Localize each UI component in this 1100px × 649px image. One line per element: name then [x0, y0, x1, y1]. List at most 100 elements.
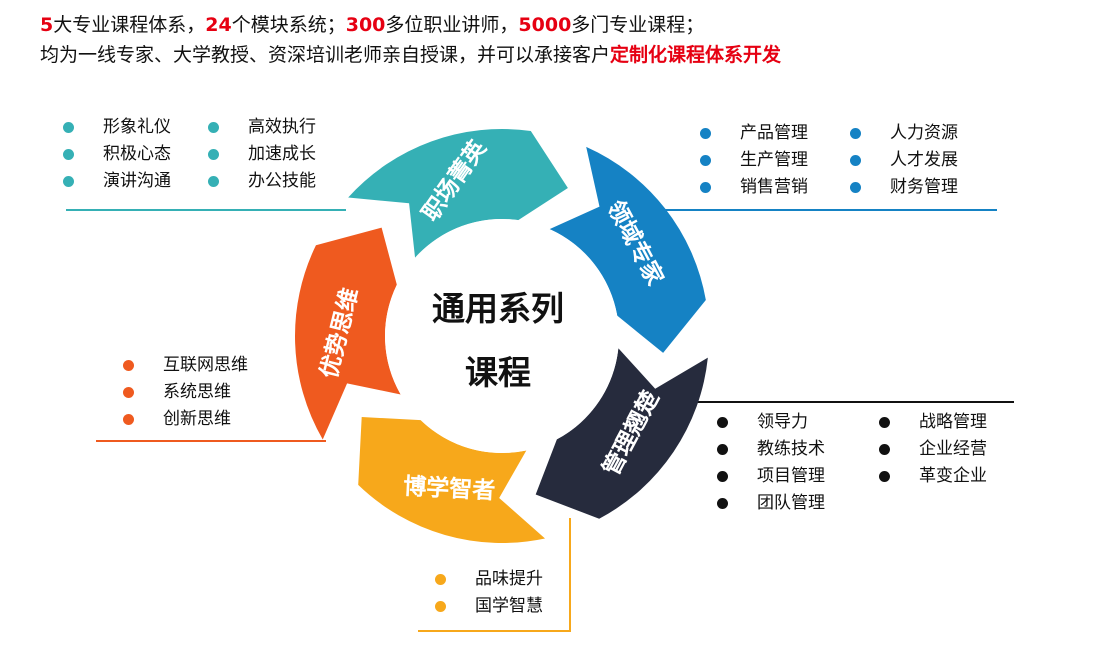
- list-item: 财务管理: [850, 174, 958, 201]
- header-line2-part-1: 定制化课程体系开发: [610, 44, 782, 66]
- bullet-dot-icon: [208, 122, 219, 133]
- list-zhichang-col1: 形象礼仪积极心态演讲沟通: [63, 114, 171, 195]
- bullet-dot-icon: [123, 414, 134, 425]
- list-boxue-col1: 品味提升国学智慧: [435, 566, 543, 620]
- list-item-label: 领导力: [757, 412, 808, 432]
- list-item-label: 人才发展: [890, 150, 958, 170]
- list-item: 创新思维: [123, 406, 248, 433]
- list-youshi-col1: 互联网思维系统思维创新思维: [123, 352, 248, 433]
- list-item: 产品管理: [700, 120, 808, 147]
- header-line1-part-7: 多门专业课程；: [571, 14, 705, 36]
- list-item: 战略管理: [879, 409, 987, 436]
- bullet-dot-icon: [879, 417, 890, 428]
- list-item-label: 高效执行: [248, 117, 316, 137]
- list-item-label: 财务管理: [890, 177, 958, 197]
- list-zhichang-col2: 高效执行加速成长办公技能: [208, 114, 316, 195]
- list-item: 生产管理: [700, 147, 808, 174]
- cycle-segment-lingyu: [549, 146, 706, 353]
- connector-line-guanli: [690, 401, 1014, 403]
- list-item-label: 战略管理: [919, 412, 987, 432]
- bullet-dot-icon: [63, 149, 74, 160]
- list-guanli-col1: 领导力教练技术项目管理团队管理: [717, 409, 825, 517]
- connector-line-boxue-h: [418, 630, 571, 632]
- list-item-label: 生产管理: [740, 150, 808, 170]
- bullet-dot-icon: [123, 360, 134, 371]
- list-item: 互联网思维: [123, 352, 248, 379]
- bullet-dot-icon: [63, 122, 74, 133]
- header-line-2: 均为一线专家、大学教授、资深培训老师亲自授课，并可以承接客户定制化课程体系开发: [40, 40, 781, 70]
- list-item: 革变企业: [879, 463, 987, 490]
- header-line1-part-3: 个模块系统；: [231, 14, 346, 36]
- list-item-label: 加速成长: [248, 144, 316, 164]
- list-item-label: 办公技能: [248, 171, 316, 191]
- bullet-dot-icon: [435, 574, 446, 585]
- bullet-dot-icon: [700, 155, 711, 166]
- connector-line-lingyu: [660, 209, 997, 211]
- list-item-label: 企业经营: [919, 439, 987, 459]
- bullet-dot-icon: [717, 498, 728, 509]
- bullet-dot-icon: [850, 182, 861, 193]
- connector-line-youshi: [96, 440, 326, 442]
- list-item: 人才发展: [850, 147, 958, 174]
- cycle-segment-guanli: [535, 348, 708, 519]
- list-item: 销售营销: [700, 174, 808, 201]
- list-item-label: 形象礼仪: [103, 117, 171, 137]
- bullet-dot-icon: [717, 444, 728, 455]
- bullet-dot-icon: [850, 128, 861, 139]
- bullet-dot-icon: [700, 182, 711, 193]
- connector-line-boxue-v: [569, 518, 571, 632]
- list-item: 高效执行: [208, 114, 316, 141]
- list-item: 品味提升: [435, 566, 543, 593]
- list-item-label: 互联网思维: [163, 355, 248, 375]
- header-line1-part-1: 大专业课程体系，: [53, 14, 206, 36]
- center-circle: [385, 219, 619, 453]
- bullet-dot-icon: [700, 128, 711, 139]
- bullet-dot-icon: [717, 471, 728, 482]
- bullet-dot-icon: [208, 149, 219, 160]
- header-line2-part-0: 均为一线专家、大学教授、资深培训老师亲自授课，并可以承接客户: [40, 44, 611, 66]
- header-text: 5大专业课程体系，24个模块系统；300多位职业讲师，5000多门专业课程； 均…: [40, 10, 781, 70]
- segment-label-boxue: 博学智者: [403, 473, 496, 505]
- list-item: 团队管理: [717, 490, 825, 517]
- list-item: 加速成长: [208, 141, 316, 168]
- center-title-line-1: 通用系列: [432, 289, 564, 328]
- list-item: 形象礼仪: [63, 114, 171, 141]
- header-line-1: 5大专业课程体系，24个模块系统；300多位职业讲师，5000多门专业课程；: [40, 10, 781, 40]
- header-line1-part-5: 多位职业讲师，: [385, 14, 519, 36]
- list-item-label: 演讲沟通: [103, 171, 171, 191]
- list-item: 积极心态: [63, 141, 171, 168]
- bullet-dot-icon: [123, 387, 134, 398]
- list-item-label: 系统思维: [163, 382, 231, 402]
- bullet-dot-icon: [208, 176, 219, 187]
- list-item: 企业经营: [879, 436, 987, 463]
- connector-line-zhichang: [66, 209, 346, 211]
- list-item-label: 积极心态: [103, 144, 171, 164]
- header-line1-part-0: 5: [40, 14, 54, 36]
- bullet-dot-icon: [879, 471, 890, 482]
- list-item-label: 教练技术: [757, 439, 825, 459]
- cycle-segment-boxue: [358, 417, 546, 543]
- list-item-label: 品味提升: [475, 569, 543, 589]
- list-item-label: 产品管理: [740, 123, 808, 143]
- center-title-line-2: 课程: [465, 353, 531, 392]
- list-item-label: 国学智慧: [475, 596, 543, 616]
- list-lingyu-col2: 人力资源人才发展财务管理: [850, 120, 958, 201]
- list-item: 演讲沟通: [63, 168, 171, 195]
- list-item-label: 革变企业: [919, 466, 987, 486]
- list-item-label: 创新思维: [163, 409, 231, 429]
- bullet-dot-icon: [879, 444, 890, 455]
- bullet-dot-icon: [850, 155, 861, 166]
- list-item: 办公技能: [208, 168, 316, 195]
- header-line1-part-2: 24: [205, 14, 232, 36]
- list-item-label: 销售营销: [740, 177, 808, 197]
- cycle-segment-youshi: [295, 227, 401, 440]
- header-line1-part-4: 300: [345, 14, 386, 36]
- list-item: 系统思维: [123, 379, 248, 406]
- bullet-dot-icon: [717, 417, 728, 428]
- list-item-label: 人力资源: [890, 123, 958, 143]
- list-lingyu-col1: 产品管理生产管理销售营销: [700, 120, 808, 201]
- bullet-dot-icon: [63, 176, 74, 187]
- list-item: 人力资源: [850, 120, 958, 147]
- header-line1-part-6: 5000: [518, 14, 572, 36]
